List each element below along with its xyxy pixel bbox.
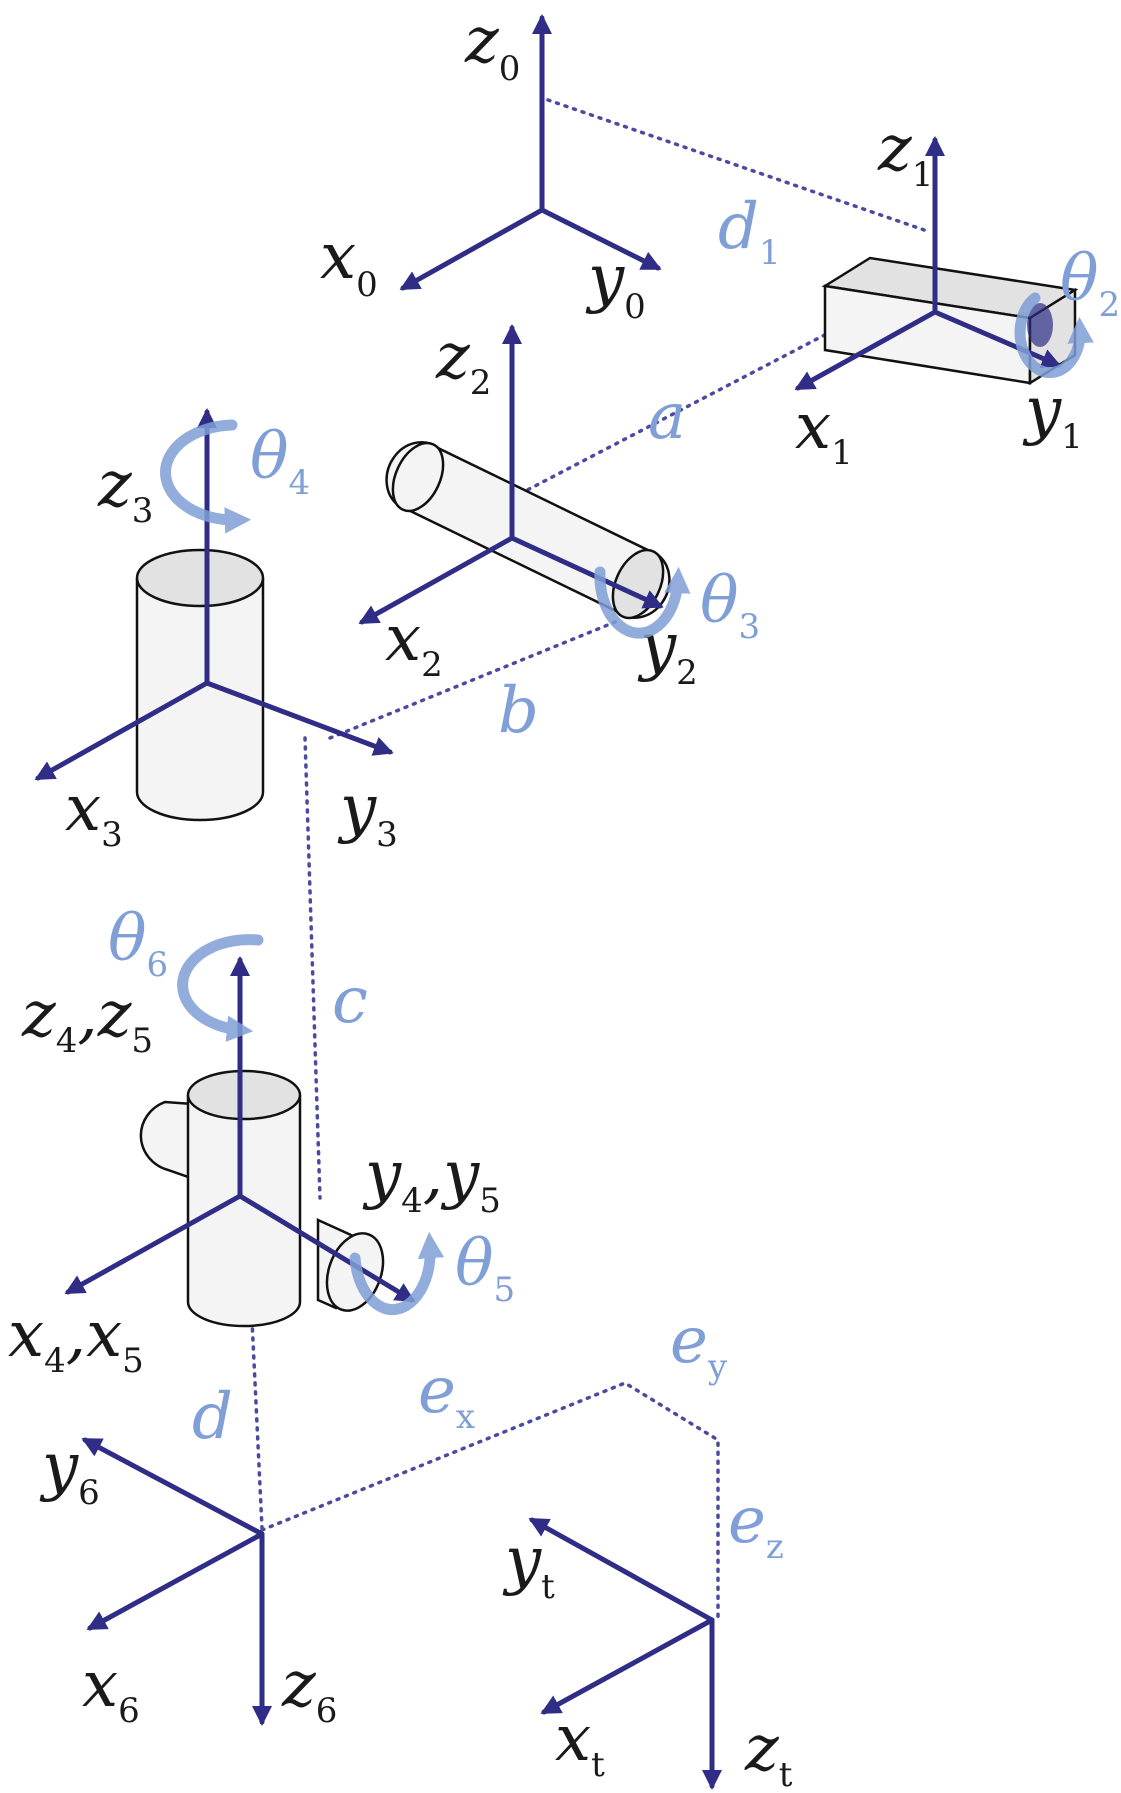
param-ey-label: ey: [670, 1304, 728, 1387]
offset-d-line: [250, 1318, 264, 1530]
yt-label: yt: [502, 1524, 555, 1607]
frame-2: z2 x2 y2: [358, 320, 698, 693]
param-theta5-label: θ5: [455, 1227, 515, 1310]
cylinder-4-top-cap: [186, 1069, 302, 1121]
param-theta4-label: θ4: [250, 420, 310, 503]
joint-3-cylinder: [135, 548, 265, 822]
param-theta6-label: θ6: [108, 902, 168, 985]
frame-0: z0 x0 y0: [320, 4, 662, 327]
param-ez-label: ez: [728, 1484, 784, 1567]
yt-axis: [528, 1517, 715, 1623]
theta5-rotation-arrow: [349, 1231, 445, 1315]
y3-label: y3: [337, 772, 398, 855]
frame-6: y6 x6 z6: [39, 1430, 337, 1731]
x6-axis: [86, 1531, 265, 1631]
param-d-label: d: [192, 1380, 233, 1454]
offset-lines: [250, 98, 932, 1622]
y6-label: y6: [39, 1430, 100, 1513]
joint-2-axle: [1027, 303, 1053, 347]
x0-axis: [399, 207, 545, 291]
y1-axis: [932, 309, 1062, 368]
x1-axis: [794, 309, 938, 391]
z0-label: z0: [464, 4, 520, 89]
y0-axis: [539, 207, 662, 271]
offset-c-line: [303, 736, 322, 1200]
y4-y5-axis: [237, 1193, 416, 1303]
param-a-label: a: [648, 380, 686, 454]
x6-label: x6: [82, 1648, 140, 1731]
param-theta3-label: θ3: [700, 564, 760, 647]
cylinder-2-back-cap: [391, 441, 445, 513]
x4-x5-axis: [64, 1193, 243, 1295]
frame-3: z3 x3 y3: [34, 408, 398, 855]
frame-4-5: z4,z5 x4,x5 y4,y5: [8, 956, 501, 1381]
offset-b-line: [328, 618, 622, 740]
y3-axis: [204, 680, 394, 756]
x3-label: x3: [65, 772, 123, 855]
z3-label: z3: [97, 448, 153, 531]
cylinder-3-top-cap: [135, 548, 265, 608]
frame-t: yt xt zt: [502, 1517, 793, 1793]
y6-axis: [81, 1437, 265, 1537]
joint-4-5-cylinders: [139, 1069, 385, 1328]
x0-label: x0: [320, 220, 378, 305]
cylinder-4-body: [186, 1095, 302, 1328]
param-b-label: b: [498, 674, 539, 748]
theta6-rotation-arrow: [177, 934, 264, 1042]
xt-axis: [540, 1617, 715, 1715]
theta2-rotation-arrow: [1014, 292, 1094, 379]
z4-z5-label: z4,z5: [21, 978, 153, 1061]
y2-axis: [509, 535, 664, 609]
param-theta2-label: θ2: [1060, 242, 1120, 325]
z2-label: z2: [435, 320, 491, 403]
zt-label: zt: [744, 1712, 793, 1793]
joint-2-cylinder: [385, 441, 671, 620]
x1-label: x1: [795, 390, 853, 473]
x2-axis: [358, 535, 515, 625]
theta4-rotation-arrow: [160, 419, 252, 534]
y0-label: y0: [585, 242, 646, 327]
frame-1: z1 x1 y1: [794, 112, 1083, 473]
param-ex-label: ex: [418, 1354, 475, 1437]
xt-label: xt: [555, 1702, 605, 1785]
cylinder-3-body: [135, 578, 265, 822]
theta3-rotation-arrow: [594, 566, 691, 639]
x2-label: x2: [385, 602, 443, 685]
y1-label: y1: [1022, 374, 1083, 457]
z6-label: z6: [281, 1648, 337, 1731]
param-d1-label: d1: [718, 190, 781, 273]
x3-axis: [34, 680, 210, 781]
y4-y5-label: y4,y5: [362, 1138, 501, 1221]
offset-a-line: [510, 278, 932, 500]
x4-x5-label: x4,x5: [8, 1298, 144, 1381]
param-c-label: c: [332, 964, 368, 1038]
z1-label: z1: [877, 112, 933, 195]
